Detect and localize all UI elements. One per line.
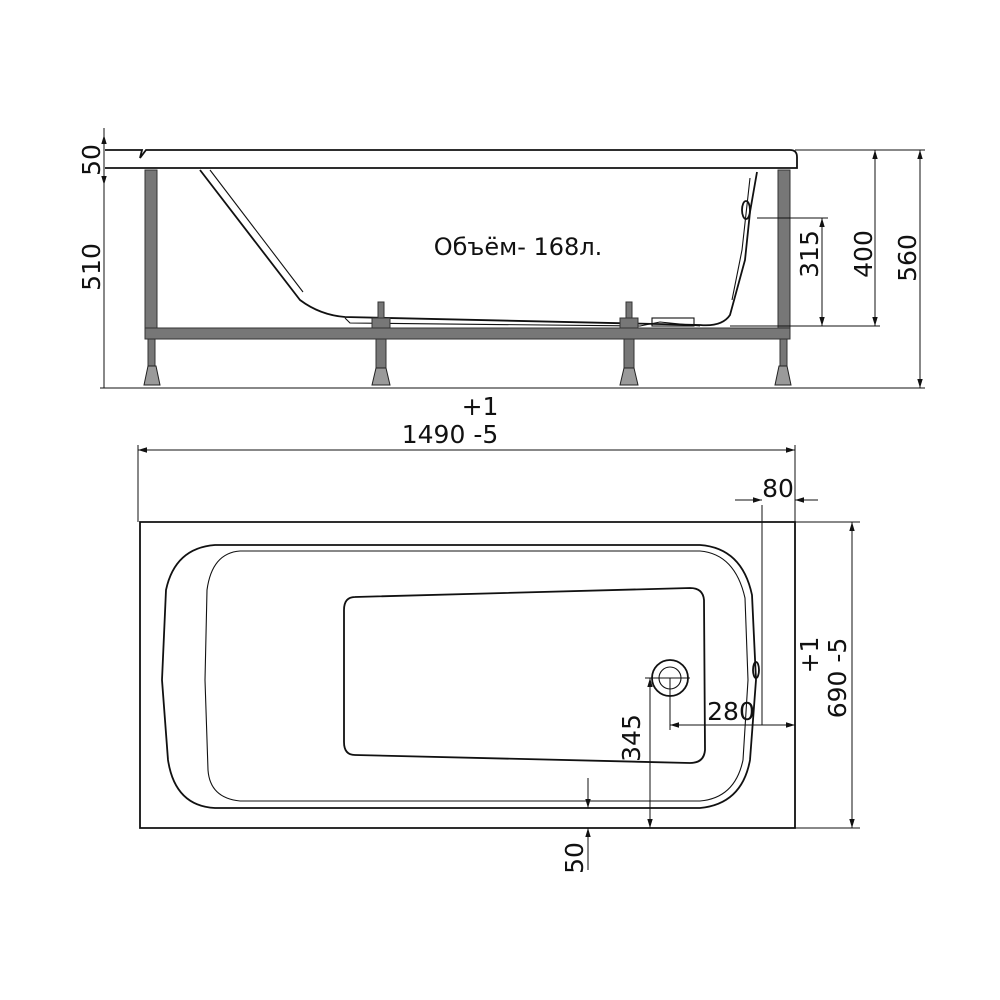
tub-rim	[105, 149, 798, 169]
frame-base	[144, 327, 791, 340]
tub-outline	[139, 521, 796, 829]
tub-bowl-inner	[204, 550, 749, 802]
dim-drain-y-label: 345	[617, 714, 646, 762]
top-view: +1 1490 -5 80 +1 690 -5 280	[137, 392, 860, 874]
tub-inner-line	[209, 169, 304, 293]
overflow-top	[752, 661, 760, 679]
adjustable-foot-outer-right	[774, 338, 792, 386]
side-view: 50 510 315 400 560 Объём- 168л.	[77, 128, 925, 389]
dim-drain-x-label: 280	[707, 697, 755, 726]
dim-width-tol-label: +1	[795, 637, 824, 674]
dim-overflow-label: 315	[795, 230, 824, 278]
frame-leg-right	[777, 169, 791, 329]
dim-total-height-label: 560	[893, 234, 922, 282]
dim-depth-label: 400	[849, 230, 878, 278]
tub-flat-bottom	[343, 587, 706, 764]
adjustable-foot-outer-left	[143, 338, 161, 386]
dim-length-label: 1490 -5	[402, 420, 499, 449]
overflow-outlet	[741, 200, 751, 220]
tub-bowl	[161, 544, 757, 809]
tub-body	[199, 169, 758, 327]
adjustable-foot-inner-left	[371, 301, 391, 386]
dim-body-label: 510	[77, 243, 106, 291]
frame-leg-left	[144, 169, 158, 329]
dim-edge-label: 50	[560, 842, 589, 874]
dim-rim-label: 50	[77, 144, 106, 176]
dim-length-tol-label: +1	[462, 392, 499, 421]
drain-bottom	[344, 317, 701, 327]
dim-width-label: 690 -5	[823, 638, 852, 719]
drain-fitting	[651, 317, 695, 327]
dim-overflow-offset-label: 80	[762, 474, 794, 503]
adjustable-foot-inner-right	[619, 301, 639, 386]
volume-label: Объём- 168л.	[434, 233, 603, 261]
